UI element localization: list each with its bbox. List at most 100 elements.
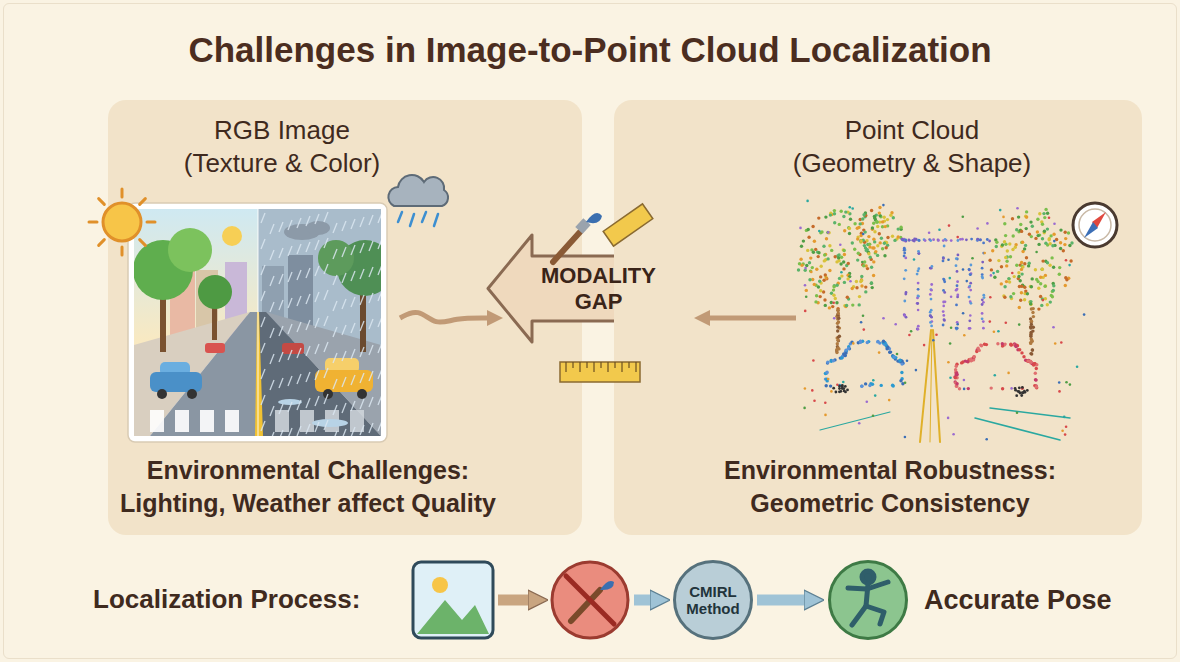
point-cloud (1051, 290, 1054, 293)
point-cloud (995, 241, 998, 244)
point-cloud (1055, 238, 1058, 241)
street-photo (333, 249, 337, 259)
point-cloud (838, 277, 841, 280)
point-cloud (1029, 300, 1032, 303)
point-cloud (864, 285, 867, 288)
point-cloud (1031, 348, 1034, 351)
point-cloud (930, 289, 933, 292)
point-cloud (833, 212, 836, 215)
point-cloud (955, 257, 958, 260)
point-cloud (885, 246, 888, 249)
point-cloud (1018, 306, 1021, 309)
street-photo (270, 276, 274, 286)
point-cloud (838, 223, 841, 226)
point-cloud (1030, 352, 1033, 355)
point-cloud (885, 241, 888, 244)
point-cloud (1065, 381, 1068, 384)
point-cloud (1034, 363, 1037, 366)
point-cloud (828, 306, 831, 309)
point-cloud (897, 235, 900, 238)
point-cloud (807, 228, 810, 231)
point-cloud (976, 348, 979, 351)
point-cloud (1011, 217, 1014, 220)
point-cloud (957, 239, 960, 242)
point-cloud (1048, 237, 1051, 240)
diagram-title: Challenges in Image-to-Point Cloud Local… (0, 30, 1180, 70)
point-cloud (954, 381, 957, 384)
point-cloud (837, 317, 840, 320)
point-cloud (955, 384, 958, 387)
point-cloud (871, 286, 874, 289)
point-cloud (896, 353, 899, 356)
point-cloud (868, 245, 871, 248)
point-cloud (892, 216, 895, 219)
point-cloud (983, 343, 986, 346)
point-cloud (1002, 216, 1005, 219)
point-cloud (900, 362, 903, 365)
point-cloud (872, 414, 875, 417)
point-cloud (891, 354, 894, 357)
point-cloud (872, 379, 875, 382)
street-photo (279, 404, 283, 414)
point-cloud (841, 385, 844, 388)
point-cloud (917, 295, 920, 298)
point-cloud (1020, 394, 1023, 397)
point-cloud (859, 339, 862, 342)
point-cloud (817, 251, 820, 254)
street-photo (275, 410, 364, 432)
street-photo (378, 421, 381, 431)
street-photo (325, 358, 359, 373)
point-cloud (816, 250, 819, 253)
point-cloud (942, 301, 945, 304)
street-photo (360, 217, 364, 227)
point-cloud (864, 214, 867, 217)
point-cloud (853, 222, 856, 225)
point-cloud (848, 227, 851, 230)
point-cloud (956, 288, 959, 291)
street-photo (279, 248, 283, 258)
point-cloud (981, 298, 984, 301)
point-cloud (1067, 277, 1070, 280)
point-cloud (1021, 386, 1024, 389)
point-cloud (829, 384, 832, 387)
compass-icon (1084, 222, 1098, 238)
point-cloud (835, 301, 838, 304)
point-cloud (836, 329, 839, 332)
point-cloud (802, 262, 805, 265)
point-cloud (929, 314, 932, 317)
point-cloud (824, 215, 827, 218)
point-cloud (905, 291, 908, 294)
point-cloud (982, 327, 985, 330)
point-cloud (857, 252, 860, 255)
point-cloud (1042, 299, 1045, 302)
point-cloud (837, 314, 840, 317)
point-cloud (867, 251, 870, 254)
street-photo (288, 255, 313, 340)
point-cloud (829, 212, 832, 215)
street-photo (369, 215, 373, 225)
point-cloud (824, 304, 827, 307)
point-cloud (1064, 433, 1067, 436)
point-cloud (903, 249, 906, 252)
point-cloud (969, 273, 972, 276)
point-cloud (904, 293, 907, 296)
point-cloud (1021, 250, 1024, 253)
street-photo (333, 353, 337, 363)
point-cloud (828, 244, 831, 247)
point-cloud (846, 277, 849, 280)
point-cloud (1004, 243, 1007, 246)
point-cloud (1018, 263, 1021, 266)
street-photo (170, 255, 195, 340)
point-cloud (858, 303, 861, 306)
point-cloud (872, 274, 875, 277)
point-cloud (1054, 342, 1057, 345)
street-photo (279, 378, 283, 388)
point-cloud (931, 265, 934, 268)
point-cloud (805, 229, 808, 232)
point-cloud (967, 358, 970, 361)
point-cloud (848, 275, 851, 278)
street-photo (312, 419, 348, 427)
street-photo (282, 343, 304, 354)
point-cloud (903, 252, 906, 255)
